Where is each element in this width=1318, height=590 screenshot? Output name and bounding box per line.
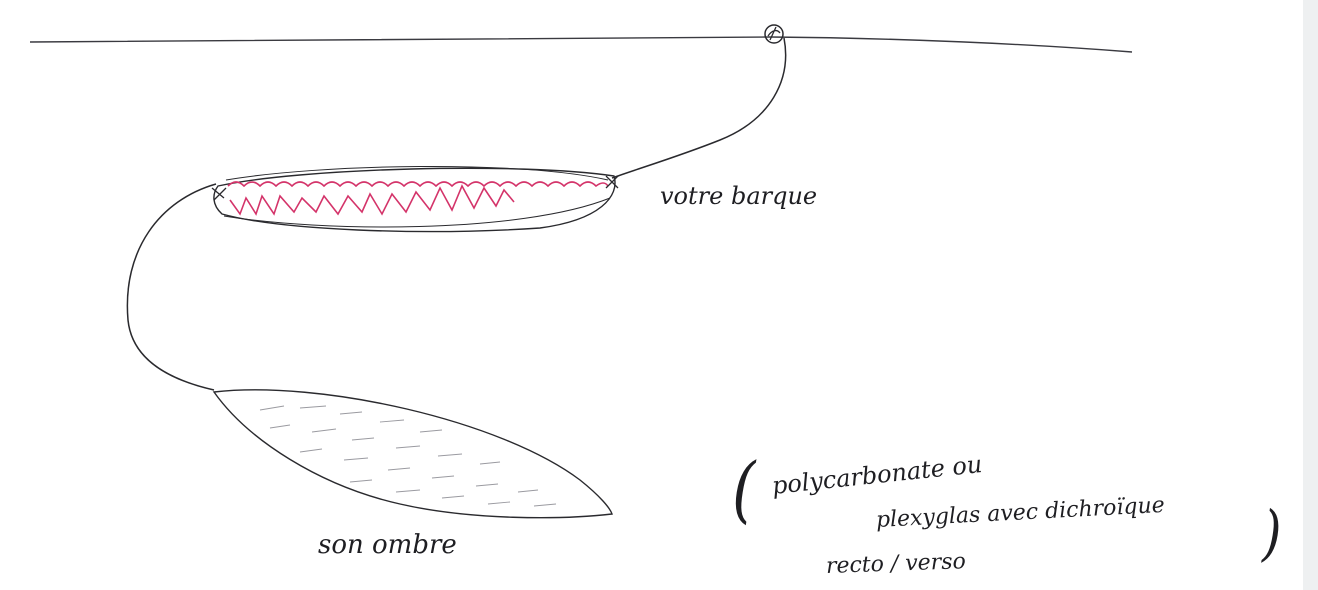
- paren-open: (: [732, 454, 755, 526]
- buoy-icon: [765, 25, 783, 43]
- water-surface-line: [30, 37, 1132, 52]
- rope-buoy-to-boat: [612, 38, 786, 178]
- paren-close: ): [1262, 503, 1282, 563]
- label-votre-barque: votre barque: [660, 184, 817, 208]
- boat-red-scribble: [228, 182, 608, 186]
- shadow-shape: [214, 390, 612, 518]
- label-material-line3: recto / verso: [826, 551, 967, 578]
- label-son-ombre: son ombre: [318, 532, 457, 558]
- boat-shape: [212, 166, 618, 231]
- rope-boat-to-shadow: [127, 184, 216, 390]
- page-edge: [1303, 0, 1318, 590]
